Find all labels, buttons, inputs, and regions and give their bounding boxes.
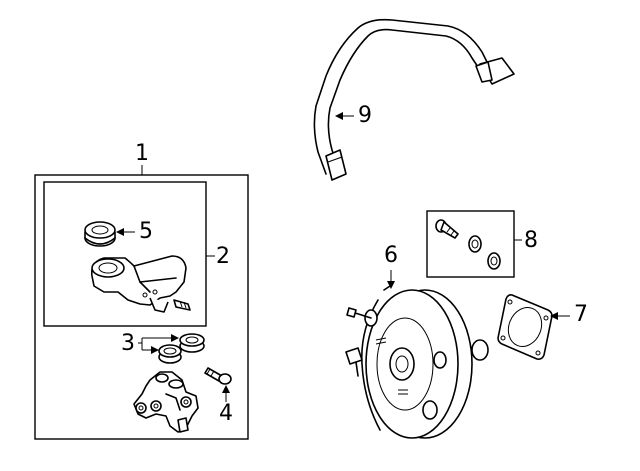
callout-2: 2 <box>216 244 230 269</box>
callout-5: 5 <box>139 219 153 244</box>
reservoir-cap-icon <box>84 221 116 247</box>
hardware-box-8 <box>426 210 515 278</box>
callout-1: 1 <box>135 141 149 166</box>
reservoir-icon <box>90 255 191 313</box>
callout-7: 7 <box>574 302 588 327</box>
reservoir-box-2 <box>43 181 207 327</box>
washer-icon <box>487 252 501 270</box>
leader-3 <box>138 334 179 354</box>
grommet-icon <box>158 344 182 364</box>
grommet-icon <box>179 333 205 353</box>
callout-9: 9 <box>358 103 372 128</box>
callout-8: 8 <box>524 228 538 253</box>
callout-3: 3 <box>121 331 135 356</box>
callout-6: 6 <box>384 243 398 268</box>
callout-4: 4 <box>219 401 233 426</box>
washer-icon <box>468 235 482 253</box>
stud-icon <box>435 219 459 239</box>
brake-booster-icon <box>345 285 489 439</box>
bolt-icon <box>204 367 232 385</box>
master-cylinder-icon <box>133 371 199 433</box>
vacuum-hose-icon <box>313 18 515 181</box>
gasket-icon <box>497 294 553 360</box>
